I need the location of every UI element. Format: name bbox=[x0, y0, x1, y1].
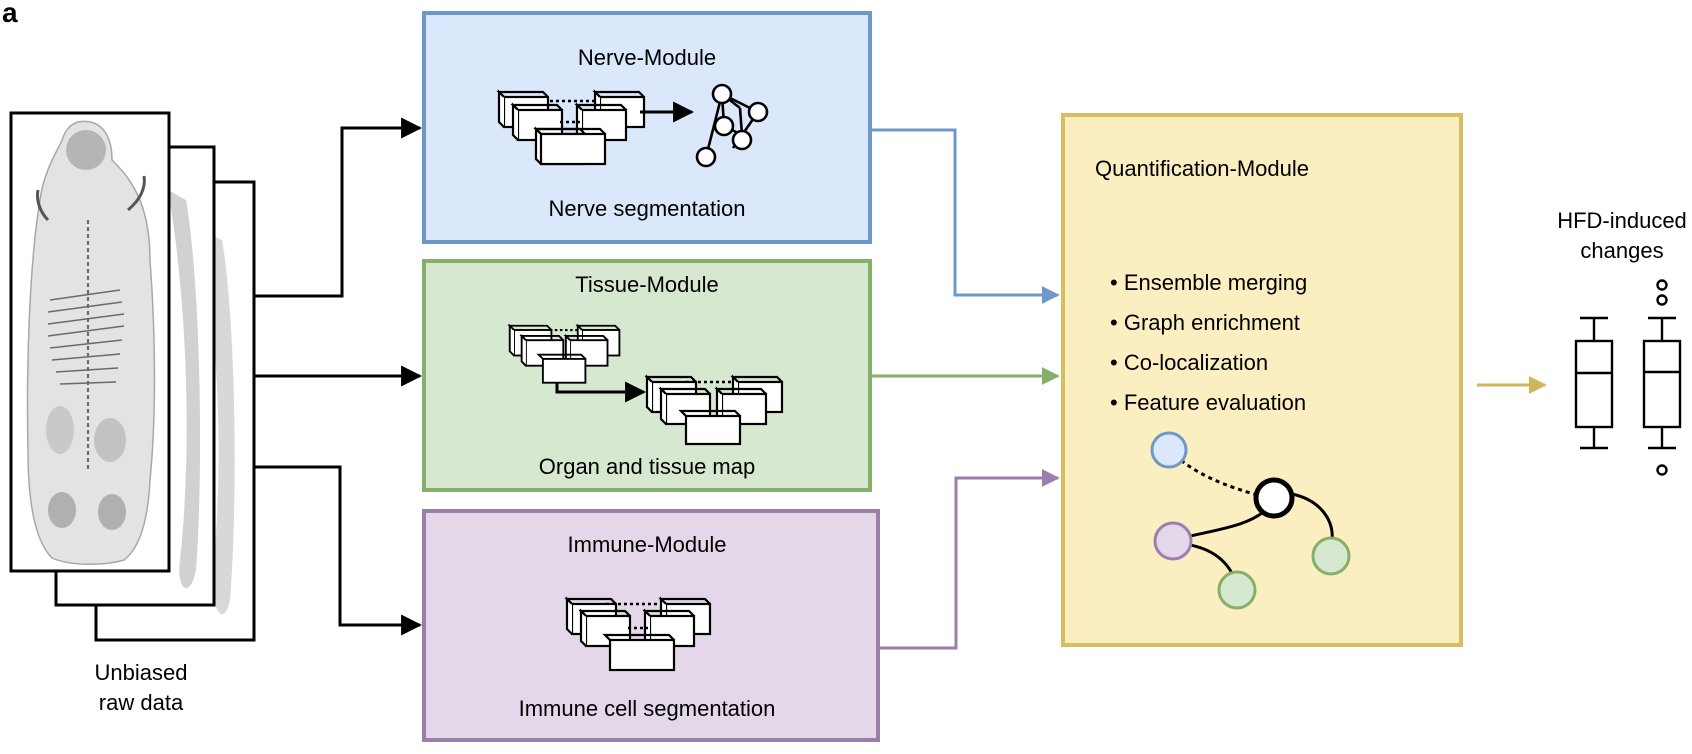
quantification-module-title: Quantification-Module bbox=[1095, 156, 1309, 181]
boxplot-icon bbox=[1574, 279, 1682, 476]
quantification-module-box bbox=[1061, 113, 1463, 647]
quantification-bullets: • Ensemble merging • Graph enrichment • … bbox=[1110, 270, 1307, 415]
quantification-module: Quantification-Module • Ensemble merging… bbox=[1061, 113, 1463, 647]
connector-to-nerve bbox=[254, 117, 423, 298]
output-label-line2: changes bbox=[1580, 238, 1663, 263]
nerve-module-title: Nerve-Module bbox=[578, 45, 716, 70]
nerve-module-caption: Nerve segmentation bbox=[549, 196, 746, 221]
tissue-module-box bbox=[422, 259, 872, 492]
mouse-scan-image bbox=[26, 120, 156, 566]
stacked-volumes-icon bbox=[497, 90, 646, 166]
connector-to-immune bbox=[254, 465, 423, 636]
bullet-ensemble-merging: • Ensemble merging bbox=[1110, 270, 1307, 295]
nerve-module: Nerve-Module Nerve segmentation bbox=[422, 11, 872, 244]
output-label-line1: HFD-induced bbox=[1557, 208, 1687, 233]
raw-data-stack bbox=[9, 111, 256, 642]
connector-immune-to-quant bbox=[878, 469, 1060, 650]
stacked-volumes-icon bbox=[508, 324, 621, 384]
network-icon bbox=[695, 83, 769, 168]
immune-module: Immune-Module Immune cell segmentation bbox=[422, 509, 880, 742]
raw-data-label-line1: Unbiased bbox=[95, 660, 188, 685]
bullet-feature-evaluation: • Feature evaluation bbox=[1110, 390, 1306, 415]
tissue-module-title: Tissue-Module bbox=[575, 272, 718, 297]
graph-icon bbox=[1150, 431, 1351, 610]
tissue-inner-arrow bbox=[555, 381, 647, 403]
immune-module-caption: Immune cell segmentation bbox=[519, 696, 776, 721]
immune-module-title: Immune-Module bbox=[568, 532, 727, 557]
stacked-volumes-icon bbox=[565, 597, 712, 672]
connector-nerve-to-quant bbox=[870, 128, 1060, 304]
panel-label: a bbox=[2, 0, 18, 28]
bullet-co-localization: • Co-localization bbox=[1110, 350, 1268, 375]
input-connectors bbox=[254, 117, 423, 636]
stacked-volumes-icon bbox=[645, 375, 784, 446]
nerve-module-box bbox=[422, 11, 872, 244]
bullet-graph-enrichment: • Graph enrichment bbox=[1110, 310, 1300, 335]
raw-data-label-line2: raw data bbox=[99, 690, 184, 715]
tissue-module-caption: Organ and tissue map bbox=[539, 454, 755, 479]
tissue-module: Tissue-Module Organ and tissue map bbox=[422, 259, 872, 492]
